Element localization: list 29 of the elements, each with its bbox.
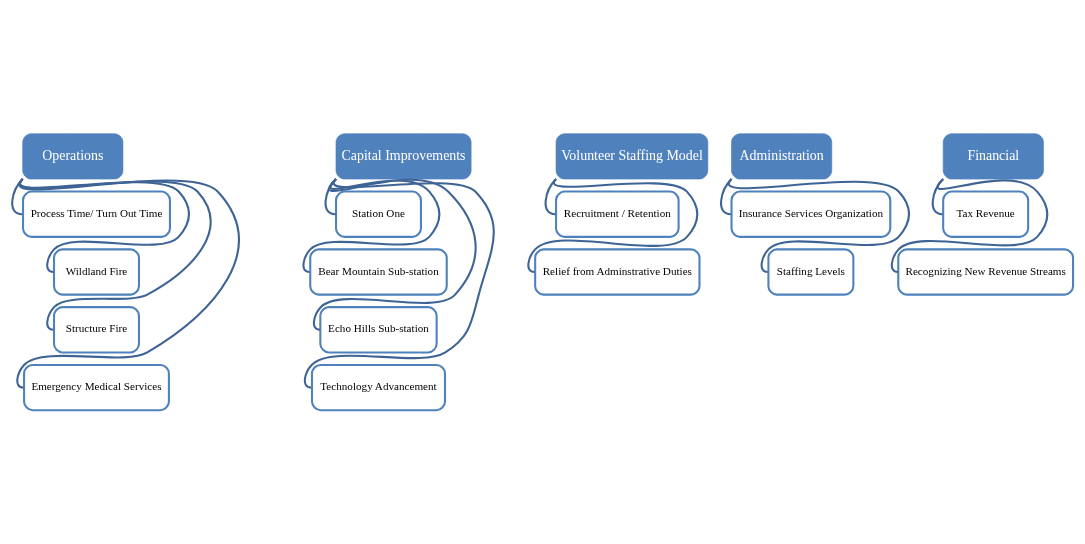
node-box: Relief from Adminstrative Duties — [534, 248, 701, 296]
connector — [527, 178, 699, 273]
node-box: Volunteer Staffing Model — [555, 133, 709, 180]
node-box: Structure Fire — [52, 306, 140, 354]
connector — [728, 178, 910, 273]
node-box: Echo Hills Sub-station — [319, 306, 438, 354]
node-box: Insurance Services Organization — [730, 190, 892, 238]
node-box: Bear Mountain Sub-station — [309, 248, 448, 296]
node-box: Emergency Medical Services — [23, 363, 170, 412]
node-box: Staffing Levels — [767, 248, 855, 296]
node-box: Tax Revenue — [942, 190, 1030, 238]
connector — [16, 178, 240, 389]
connector — [890, 178, 1049, 273]
connector — [313, 178, 477, 331]
node-box: Process Time/ Turn Out Time — [22, 190, 171, 238]
node-box: Operations — [22, 133, 124, 180]
node-box: Wildland Fire — [52, 248, 140, 296]
node-box: Administration — [731, 133, 833, 180]
connector — [302, 178, 441, 273]
node-box: Recognizing New Revenue Streams — [897, 248, 1075, 296]
connector — [19, 178, 212, 331]
connector — [19, 178, 190, 273]
node-box: Technology Advancement — [310, 363, 447, 412]
connector — [544, 178, 557, 216]
node-box: Capital Improvements — [335, 133, 472, 180]
connector — [303, 178, 495, 389]
node-box: Station One — [334, 190, 422, 238]
node-box: Recruitment / Retention — [555, 190, 680, 238]
node-box: Financial — [942, 133, 1044, 180]
